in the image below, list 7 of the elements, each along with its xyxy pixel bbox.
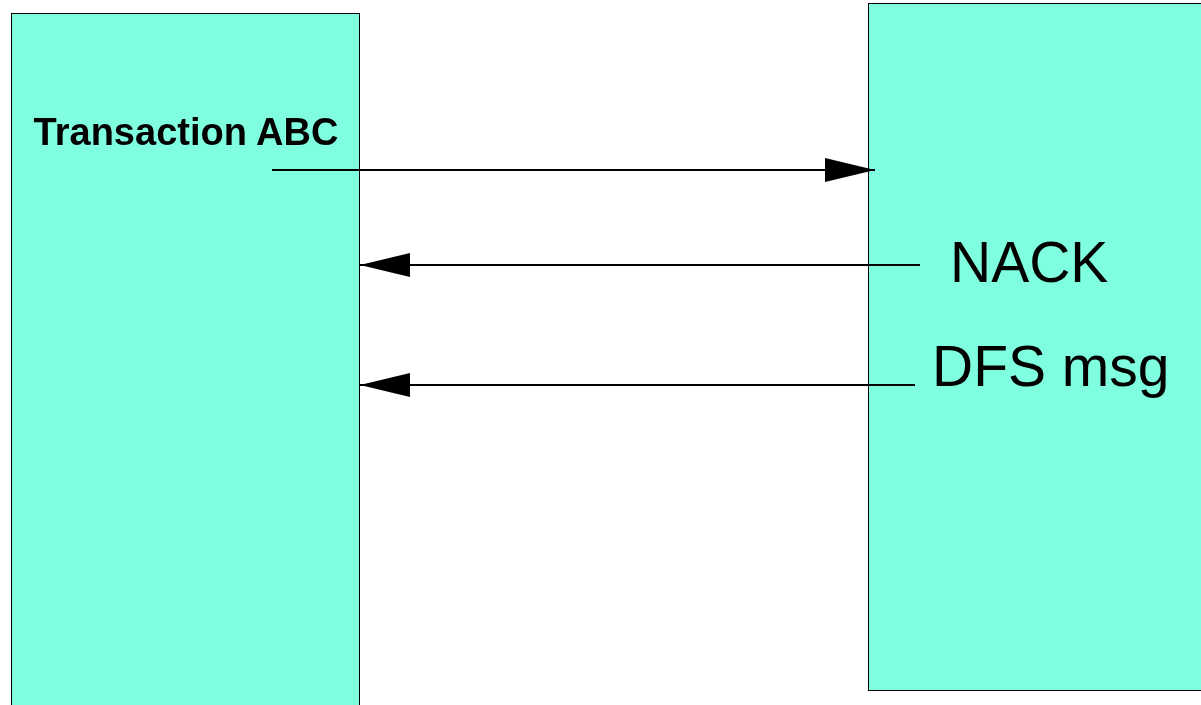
participant-box [868,3,1201,691]
arrow [271,158,876,182]
participant-box [11,13,360,705]
arrow [359,373,916,397]
edge-label: Transaction ABC [32,113,340,151]
edge-label: NACK [950,234,1110,291]
arrow [359,253,921,277]
